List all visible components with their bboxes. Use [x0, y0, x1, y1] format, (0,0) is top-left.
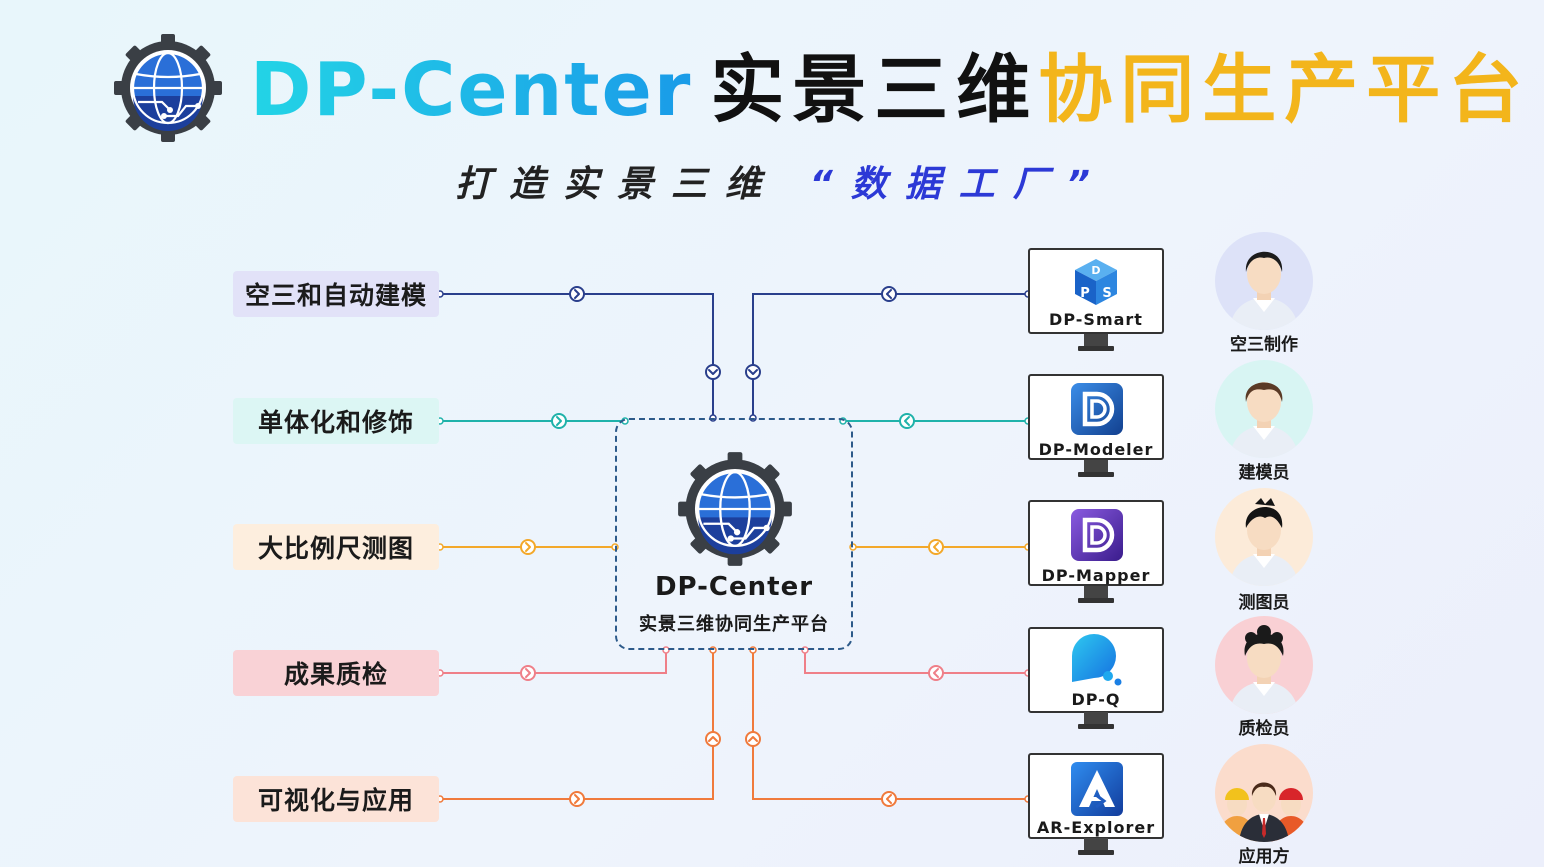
product-name-ar-explorer: AR-Explorer [1036, 818, 1156, 837]
arrow-left-icon [928, 665, 944, 681]
stage-visualization: 可视化与应用 [233, 776, 439, 822]
connector-stage-1 [440, 293, 714, 418]
connector-product-5 [752, 650, 1028, 800]
stage-monomer-modification: 单体化和修饰 [233, 398, 439, 444]
avatar-mapper [1215, 488, 1313, 586]
product-name-dp-mapper: DP-Mapper [1041, 566, 1151, 585]
arrow-down-icon [705, 364, 721, 380]
arrow-right-icon [551, 413, 567, 429]
svg-text:S: S [1102, 286, 1111, 301]
arrow-right-icon [520, 539, 536, 555]
stage-aerial-triangulation: 空三和自动建模 [233, 271, 439, 317]
arrow-down-icon [745, 364, 761, 380]
page-subtitle: 打造实景三维 “数据工厂” [455, 155, 1108, 207]
monitor-stand [1078, 460, 1114, 477]
dp-mapper-icon [1071, 509, 1123, 561]
monitor-stand [1078, 838, 1114, 855]
connector-stage-4 [440, 650, 667, 674]
product-name-dp-q: DP-Q [1071, 690, 1121, 709]
person-icon [1229, 251, 1299, 330]
center-platform-subtitle: 实景三维协同生产平台 [639, 614, 829, 635]
svg-text:P: P [1080, 286, 1090, 301]
svg-text:D: D [1091, 264, 1100, 277]
arrow-left-icon [928, 539, 944, 555]
person-icon [1229, 498, 1299, 586]
title-part-2: 实景三维 [710, 47, 1039, 133]
arrow-up-icon [745, 731, 761, 747]
role-label-application: 应用方 [1238, 847, 1290, 867]
arrow-right-icon [569, 286, 585, 302]
product-name-dp-smart: DP-Smart [1049, 310, 1143, 329]
connector-product-1 [752, 293, 1028, 418]
avatar-aerial-operator [1215, 232, 1313, 330]
person-icon [1229, 625, 1299, 714]
dp-center-logo [114, 34, 222, 142]
monitor-stand [1078, 334, 1114, 351]
dp-q-icon [1072, 634, 1122, 686]
avatar-application-group [1215, 744, 1313, 842]
title-brand: DP-Center [250, 47, 693, 133]
monitor-stand [1078, 586, 1114, 603]
connector-stage-5 [440, 650, 714, 800]
product-name-dp-modeler: DP-Modeler [1038, 440, 1154, 459]
subtitle-quote: “数据工厂” [809, 164, 1108, 205]
arrow-left-icon [881, 791, 897, 807]
role-label-mapper: 测图员 [1238, 593, 1290, 613]
dp-center-logo [678, 452, 792, 566]
dp-modeler-icon [1071, 383, 1123, 435]
stage-large-scale-mapping: 大比例尺测图 [233, 524, 439, 570]
dp-smart-cube-icon: D P S [1075, 259, 1117, 305]
avatar-modeler [1215, 360, 1313, 458]
role-label-modeler: 建模员 [1238, 463, 1290, 483]
connector-product-4 [804, 650, 1028, 674]
arrow-right-icon [569, 791, 585, 807]
group-people-icon [1217, 782, 1311, 842]
arrow-left-icon [899, 413, 915, 429]
ar-explorer-icon [1071, 762, 1123, 816]
stage-quality-check: 成果质检 [233, 650, 439, 696]
role-label-inspector: 质检员 [1238, 719, 1290, 739]
arrow-up-icon [705, 731, 721, 747]
role-label-aerial: 空三制作 [1230, 335, 1298, 355]
subtitle-main: 打造实景三维 [455, 164, 780, 205]
avatar-inspector [1215, 616, 1313, 714]
arrow-right-icon [520, 665, 536, 681]
title-part-3: 协同生产平台 [1038, 47, 1531, 133]
center-platform-name: DP-Center [654, 572, 814, 602]
monitor-stand [1078, 712, 1114, 729]
center-platform-box [615, 418, 853, 650]
person-icon [1229, 382, 1299, 458]
arrow-left-icon [881, 286, 897, 302]
